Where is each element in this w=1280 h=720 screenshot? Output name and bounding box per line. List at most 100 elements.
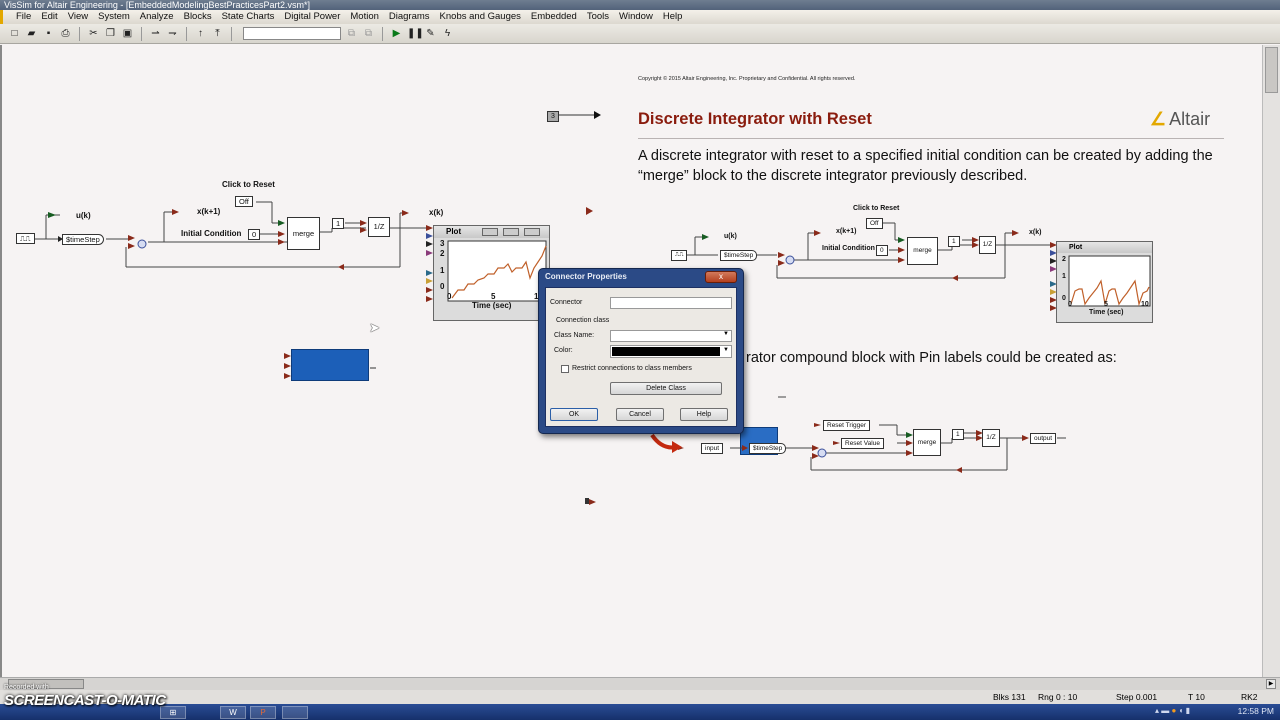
save-icon[interactable]: ▪ — [46, 28, 51, 39]
menu-embedded[interactable]: Embedded — [530, 11, 577, 22]
y-tick: 1 — [1062, 273, 1066, 280]
loose-connector[interactable] — [585, 497, 599, 509]
menu-digital-power[interactable]: Digital Power — [284, 11, 341, 22]
menu-motion[interactable]: Motion — [350, 11, 379, 22]
go-icon[interactable]: ▶ — [392, 28, 401, 39]
compound-unit-delay-block[interactable]: 1/Z — [982, 429, 1000, 447]
reset-value-label-block[interactable]: Reset Value — [841, 438, 884, 449]
find-next-icon[interactable]: ⧉ — [364, 28, 373, 39]
move-top-icon[interactable]: ⤒ — [215, 28, 220, 39]
menu-blocks[interactable]: Blocks — [183, 11, 212, 22]
continue-icon[interactable]: ϟ — [444, 28, 451, 39]
plot-title: Plot — [446, 227, 462, 236]
help-button[interactable]: Help — [680, 408, 728, 421]
connector-2-icon[interactable]: ⇁ — [168, 28, 177, 39]
plot-maximize-icon[interactable] — [524, 228, 540, 236]
horizontal-scrollbar-thumb[interactable] — [8, 679, 84, 689]
taskbar-powerpoint-button[interactable]: P — [250, 706, 276, 719]
print-icon[interactable]: ⎙ — [61, 28, 70, 39]
right-const-one-block[interactable]: 1 — [948, 236, 960, 247]
horizontal-scrollbar[interactable]: ▶ — [0, 677, 1280, 690]
plot-restore-icon[interactable] — [503, 228, 519, 236]
slide-divider — [638, 138, 1224, 139]
menu-system[interactable]: System — [98, 11, 130, 22]
watermark-recorded-with: Recorded with — [4, 684, 49, 691]
left-plot-chart — [447, 240, 547, 302]
taskbar-explorer-button[interactable]: ⊞ — [160, 706, 186, 719]
menu-tools[interactable]: Tools — [586, 11, 610, 22]
menu-knobs-gauges[interactable]: Knobs and Gauges — [439, 11, 521, 22]
x-tick: 0 — [1068, 301, 1072, 308]
step-icon[interactable]: ✎ — [426, 28, 435, 39]
slide-number-block[interactable]: 3 — [547, 111, 559, 122]
x-tick: 0 — [447, 292, 452, 301]
screencast-watermark: Recorded with SCREENCAST-O-MATIC — [4, 684, 166, 709]
scroll-right-icon[interactable]: ▶ — [1266, 679, 1276, 689]
cancel-button[interactable]: Cancel — [616, 408, 664, 421]
taskbar-clock: 12:58 PM — [1237, 706, 1274, 716]
restrict-connections-checkbox[interactable] — [561, 365, 569, 373]
class-name-select[interactable]: ▼ — [610, 330, 732, 342]
timestep-variable-block[interactable]: $timeStep — [62, 234, 104, 245]
selected-compound-block[interactable] — [291, 349, 369, 381]
dialog-close-button[interactable]: x — [705, 271, 737, 283]
initial-condition-value[interactable]: 0 — [248, 229, 261, 240]
menu-help[interactable]: Help — [662, 11, 683, 22]
right-unit-delay-block[interactable]: 1/Z — [979, 236, 996, 254]
left-diagram-wires — [32, 201, 593, 302]
ok-button[interactable]: OK — [550, 408, 598, 421]
merge-block[interactable]: merge — [287, 217, 320, 250]
diagram-canvas[interactable]: Copyright © 2015 Altair Engineering, Inc… — [0, 45, 1262, 677]
connector-name-input[interactable] — [610, 297, 732, 309]
right-initial-condition-value[interactable]: 0 — [876, 245, 888, 256]
taskbar-word-button[interactable]: W — [220, 706, 246, 719]
toolbar-search-input[interactable] — [243, 27, 341, 40]
move-up-icon[interactable]: ↑ — [198, 28, 203, 39]
right-reset-toggle-button[interactable]: Off — [866, 218, 883, 229]
compound-merge-block[interactable]: merge — [913, 429, 941, 456]
menu-edit[interactable]: Edit — [41, 11, 58, 22]
output-label-block[interactable]: output — [1030, 433, 1057, 444]
compound-timestep-block[interactable]: $timeStep — [749, 443, 787, 454]
menu-window[interactable]: Window — [619, 11, 653, 22]
tray-app-icon: ● — [1171, 706, 1177, 715]
delete-class-button[interactable]: Delete Class — [610, 382, 722, 395]
reset-toggle-button[interactable]: Off — [235, 196, 253, 207]
pause-icon[interactable]: ❚❚ — [407, 28, 424, 39]
vertical-scrollbar-thumb[interactable] — [1265, 47, 1278, 93]
right-initial-condition-label: Initial Condition — [822, 245, 875, 252]
menu-state-charts[interactable]: State Charts — [221, 11, 275, 22]
paste-icon[interactable]: ▣ — [122, 28, 133, 39]
status-time: T 10 — [1188, 692, 1205, 702]
input-label-block[interactable]: input — [701, 443, 724, 454]
cut-icon[interactable]: ✂ — [89, 28, 98, 39]
menu-file[interactable]: File — [16, 11, 32, 22]
new-icon[interactable]: □ — [11, 28, 18, 39]
color-select[interactable]: ▼ — [610, 345, 732, 358]
pulse-train-block[interactable]: ⎍⎍ — [16, 233, 35, 244]
menu-analyze[interactable]: Analyze — [139, 11, 174, 22]
y-tick: 0 — [440, 282, 445, 291]
status-step: Step 0.001 — [1116, 692, 1158, 702]
reset-trigger-label-block[interactable]: Reset Trigger — [823, 420, 871, 431]
right-plot-window[interactable]: Plot 2 1 0 0 5 10 Time (sec) — [1056, 241, 1153, 323]
taskbar-vissim-button[interactable] — [282, 706, 308, 719]
plot-minimize-icon[interactable] — [482, 228, 498, 236]
dialog-title: Connector Properties — [545, 272, 627, 281]
find-icon[interactable]: ⧉ — [347, 28, 356, 39]
vertical-scrollbar[interactable] — [1262, 45, 1280, 677]
right-pulse-train-block[interactable]: ⎍⎍ — [671, 250, 688, 261]
open-icon[interactable]: ▰ — [27, 28, 36, 39]
unit-delay-block[interactable]: 1/Z — [368, 217, 390, 237]
menu-diagrams[interactable]: Diagrams — [388, 11, 430, 22]
const-one-block[interactable]: 1 — [332, 218, 345, 229]
y-tick: 1 — [440, 266, 445, 275]
right-merge-block[interactable]: merge — [907, 237, 938, 265]
copy-icon[interactable]: ❐ — [106, 28, 115, 39]
slide-body-text-2: rator compound block with Pin labels cou… — [746, 350, 1117, 366]
left-plot-window[interactable]: Plot 3 2 1 0 0 5 10 Time (sec) — [433, 225, 550, 321]
connector-icon[interactable]: ⇀ — [151, 28, 160, 39]
compound-const-one-block[interactable]: 1 — [952, 429, 964, 440]
right-timestep-block[interactable]: $timeStep — [720, 250, 758, 261]
menu-view[interactable]: View — [67, 11, 89, 22]
